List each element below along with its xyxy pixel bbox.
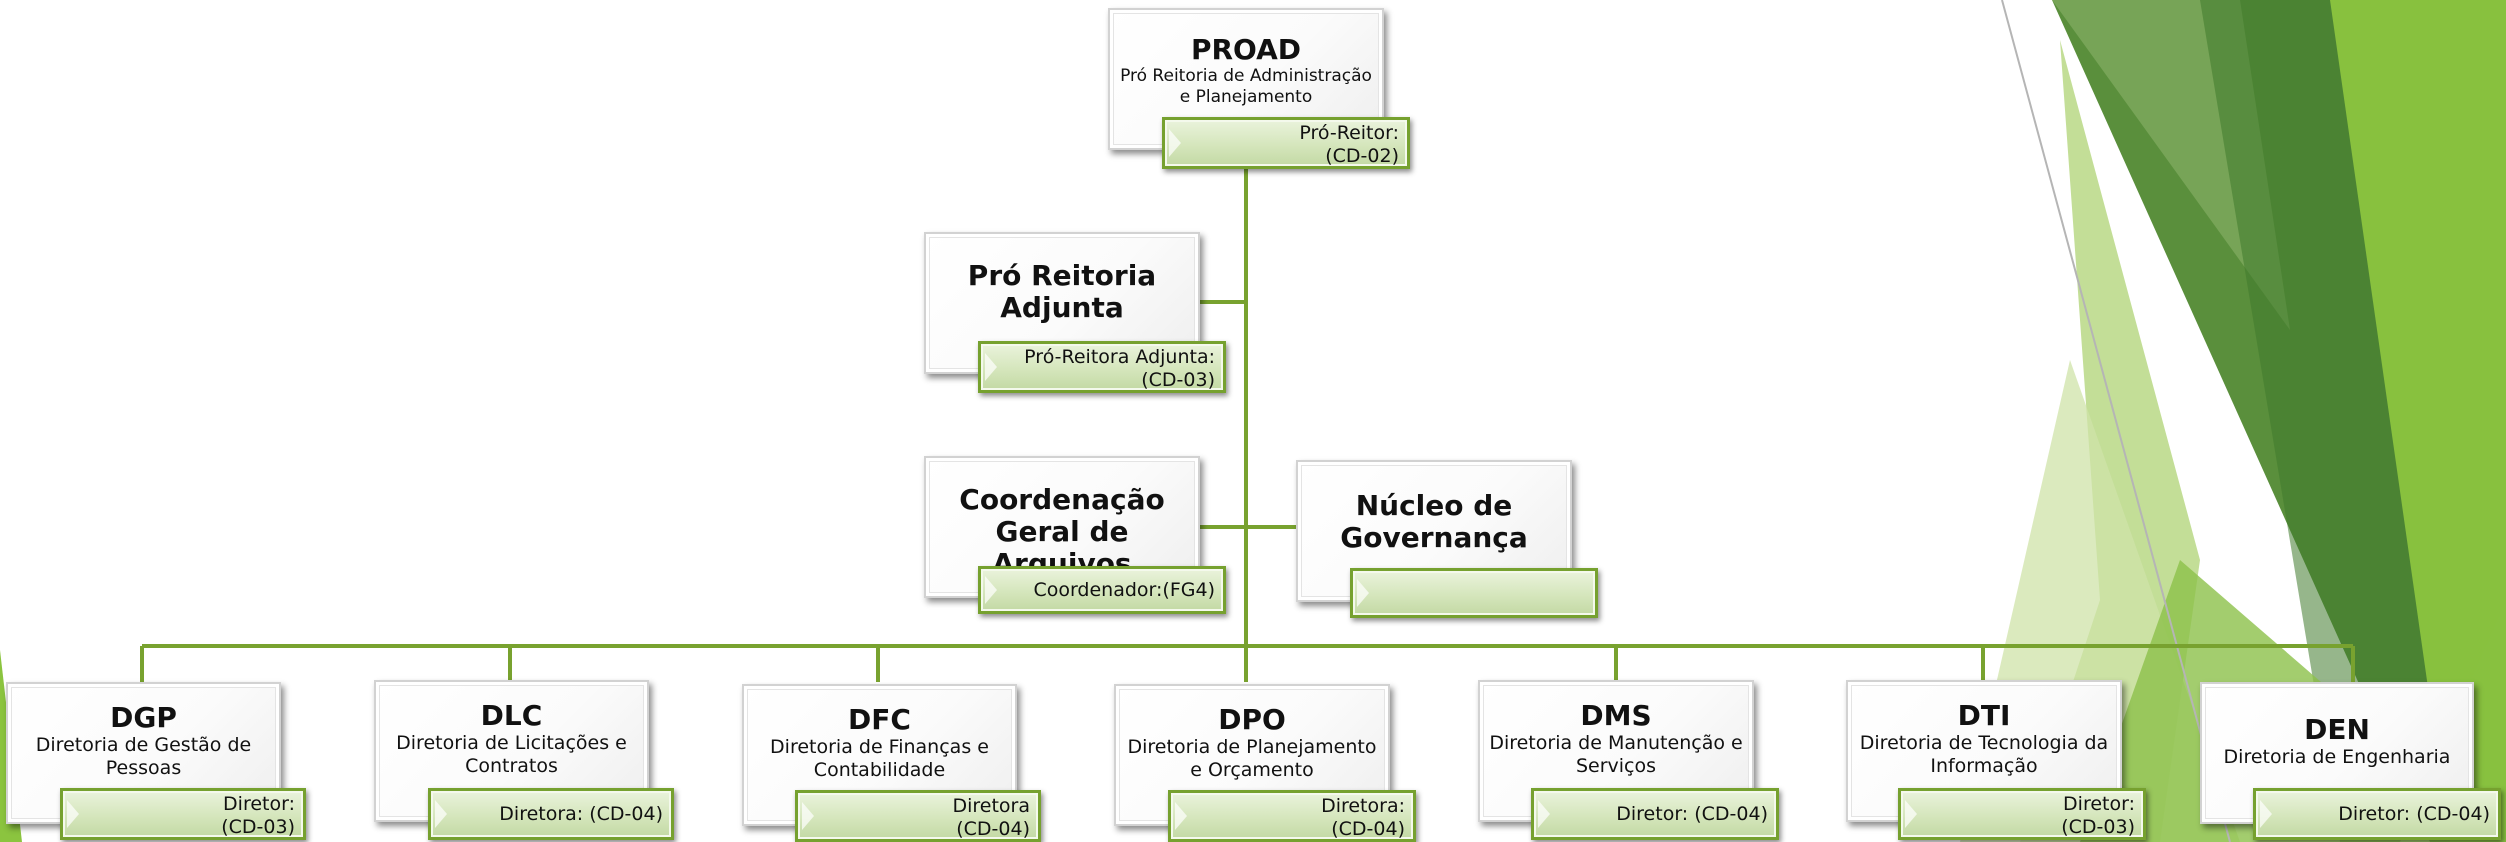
role-box-dti: Diretor: (CD-03) (1898, 788, 2146, 840)
node-subtitle: Diretoria de Manutenção e Serviços (1489, 732, 1743, 777)
role-box-dgp: Diretor: (CD-03) (60, 788, 306, 840)
node-title: DMS (1580, 699, 1652, 732)
role-box-den: Diretor: (CD-04) (2253, 788, 2501, 840)
role-label: Pró-Reitor: (1299, 122, 1399, 144)
role-box-proad: Pró-Reitor: (CD-02) (1162, 117, 1410, 169)
role-label: Diretora: (CD-04) (499, 803, 663, 825)
role-label: Coordenador:(FG4) (1033, 579, 1215, 601)
node-title: DEN (2304, 713, 2370, 746)
role-label: Diretor: (223, 793, 295, 815)
role-box-governanca (1350, 568, 1598, 618)
role-box-arquivos: Coordenador:(FG4) (978, 566, 1226, 614)
node-adjunta: Pró Reitoria Adjunta (924, 232, 1200, 374)
role-box-dfc: Diretora (CD-04) (795, 790, 1041, 842)
node-title: DGP (110, 701, 177, 734)
role-code: (CD-03) (221, 815, 295, 838)
role-label: Diretora (952, 795, 1030, 817)
role-label: Pró-Reitora Adjunta: (1024, 346, 1215, 368)
node-subtitle: Diretoria de Engenharia (2223, 746, 2451, 769)
role-code: (CD-04) (1331, 817, 1405, 840)
role-box-dms: Diretor: (CD-04) (1531, 788, 1779, 840)
node-title: Pró Reitoria Adjunta (967, 259, 1157, 325)
node-title: Coordenação Geral de Arquivos (959, 483, 1165, 581)
deco-facet (2330, 0, 2506, 842)
node-subtitle: Diretoria de Tecnologia da Informação (1859, 732, 2109, 777)
node-subtitle: Diretoria de Finanças e Contabilidade (770, 736, 989, 781)
node-title: DPO (1218, 703, 1286, 736)
role-label: Diretor: (CD-04) (1616, 803, 1768, 825)
role-label: Diretor: (CD-04) (2338, 803, 2490, 825)
role-label: Diretora: (1321, 795, 1405, 817)
node-subtitle: Diretoria de Licitações e Contratos (396, 732, 627, 777)
node-subtitle: Diretoria de Gestão de Pessoas (35, 734, 252, 779)
role-code: (CD-04) (956, 817, 1030, 840)
node-subtitle: Diretoria de Planejamento e Orçamento (1127, 736, 1377, 781)
role-box-dpo: Diretora: (CD-04) (1168, 790, 1416, 842)
node-title: PROAD (1190, 33, 1302, 66)
node-title: DTI (1957, 699, 2011, 732)
node-title: Núcleo de Governança (1340, 489, 1528, 555)
deco-line (2001, 0, 2231, 842)
role-box-dlc: Diretora: (CD-04) (428, 788, 674, 840)
role-box-adjunta: Pró-Reitora Adjunta: (CD-03) (978, 341, 1226, 393)
role-code: (CD-02) (1325, 144, 1399, 167)
role-code: (CD-03) (1141, 368, 1215, 391)
role-label: Diretor: (2063, 793, 2135, 815)
node-title: DFC (848, 703, 911, 736)
role-code: (CD-03) (2061, 815, 2135, 838)
node-subtitle: Pró Reitoria de Administração e Planejam… (1120, 66, 1372, 107)
node-title: DLC (480, 699, 543, 732)
